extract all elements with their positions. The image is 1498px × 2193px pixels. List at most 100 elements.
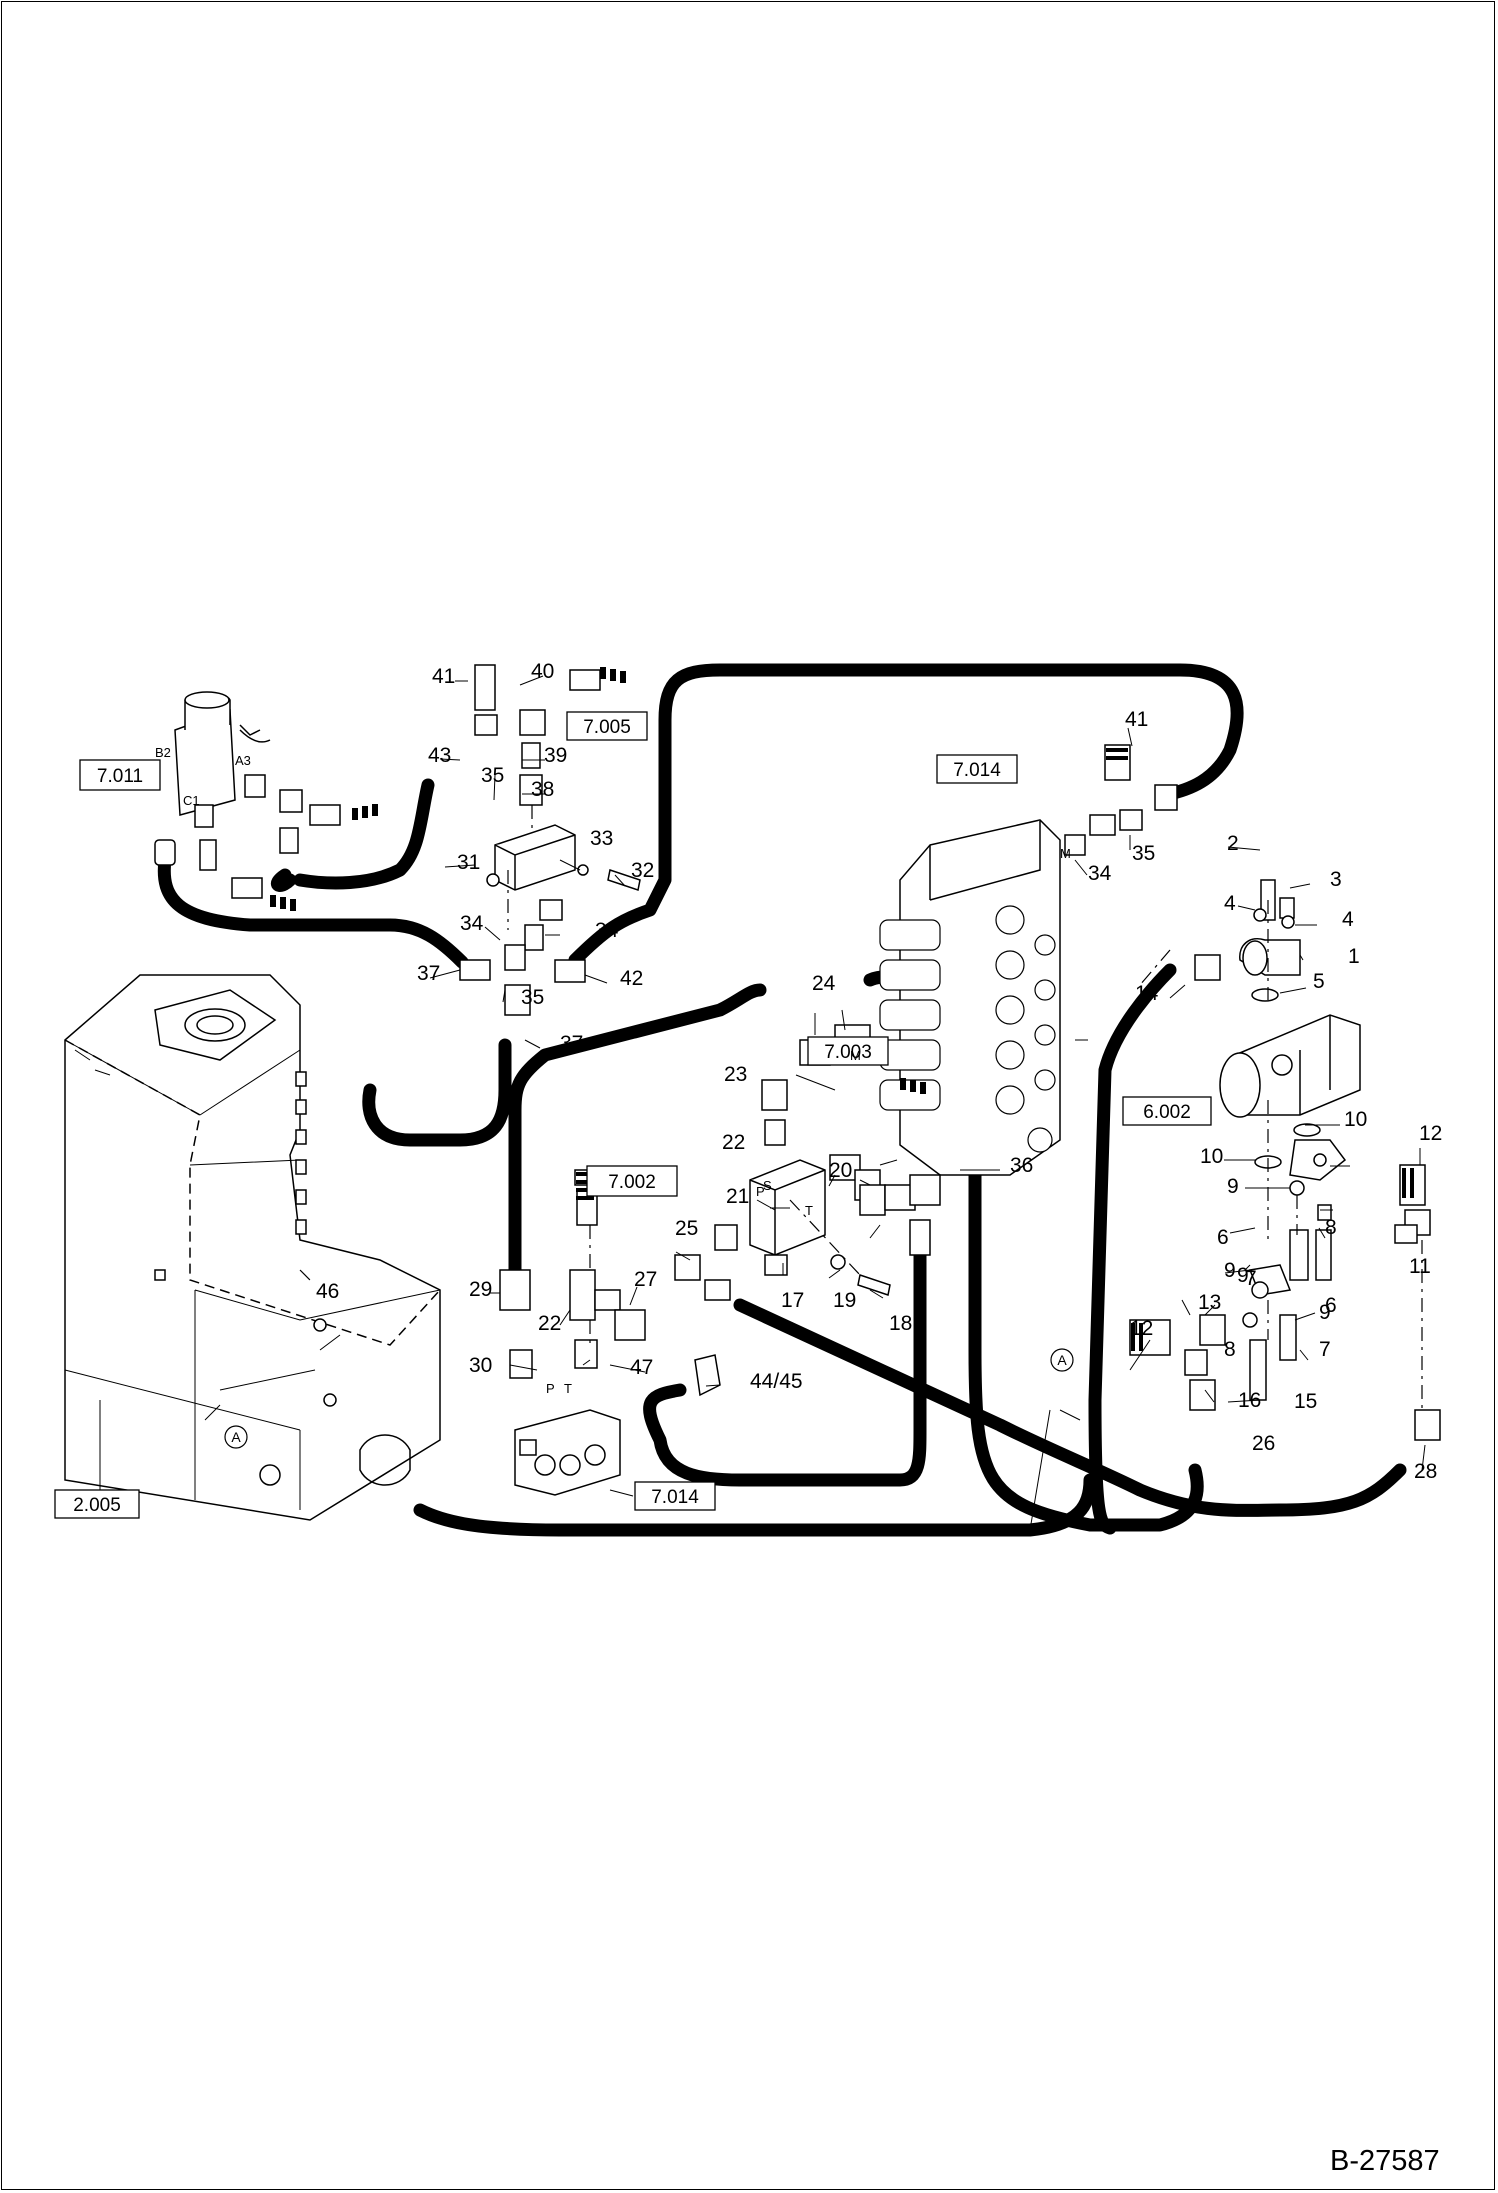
part-number: 30 xyxy=(469,1354,492,1377)
control-valve-block xyxy=(879,819,1061,1176)
part-number: 2 xyxy=(1227,832,1239,855)
part-number: 43 xyxy=(428,744,451,767)
part-number: 35 xyxy=(521,986,544,1009)
part-number: 9 xyxy=(1237,1264,1249,1287)
hose-14 xyxy=(1088,963,1177,1535)
ref-box-label: 7.005 xyxy=(583,717,631,738)
part-number: 5 xyxy=(1313,970,1325,993)
part-number: 4 xyxy=(1342,908,1354,931)
part-number: 34 xyxy=(460,912,484,935)
port-label: S xyxy=(763,1178,772,1193)
valve-31 xyxy=(459,664,641,1016)
part-number: 33 xyxy=(590,827,613,850)
part-number: 10 xyxy=(1344,1108,1367,1131)
drawing-code: B-27587 xyxy=(1330,2145,1440,2177)
port-label: C1 xyxy=(183,793,200,808)
part-number: 34 xyxy=(595,919,619,942)
ref-box-label: 7.003 xyxy=(824,1042,872,1063)
port-label: P xyxy=(546,1381,555,1396)
part-number: 23 xyxy=(724,1063,747,1086)
ref-box: 6.002 xyxy=(1122,1096,1212,1126)
part-number: 36 xyxy=(1010,1154,1033,1177)
part-number: 13 xyxy=(1198,1291,1221,1314)
part-number: 7 xyxy=(1245,1267,1257,1290)
part-number: 11 xyxy=(1409,1255,1431,1278)
part-number: 12 xyxy=(1130,1317,1153,1340)
port-label: M xyxy=(850,1048,861,1063)
ref-box-label: 7.014 xyxy=(651,1487,699,1508)
port-label: T xyxy=(564,1381,572,1396)
part-number: 9 xyxy=(1319,1301,1331,1324)
hose-upper-loop xyxy=(568,663,1244,967)
part-number: 40 xyxy=(531,660,554,683)
part-number: 7 xyxy=(1319,1338,1331,1361)
section-markers xyxy=(224,1348,1074,1449)
ref-box-label: 2.005 xyxy=(73,1495,121,1516)
ref-box-label: 7.014 xyxy=(953,760,1001,781)
part-number: 27 xyxy=(634,1268,657,1291)
valve-7011-hatch xyxy=(270,804,378,911)
part-number: 29 xyxy=(469,1278,492,1301)
part-number: 9 xyxy=(1224,1259,1236,1282)
part-number: 37 xyxy=(417,962,440,985)
ref-box: 7.014 xyxy=(936,754,1018,784)
part-number: 35 xyxy=(1132,842,1155,865)
part-number: 47 xyxy=(630,1356,653,1379)
pump xyxy=(1219,1014,1361,1118)
ref-box: 7.002 xyxy=(586,1165,678,1197)
fitting-hatch xyxy=(600,667,626,683)
part-number: 10 xyxy=(1200,1145,1223,1168)
section-marker-label: A xyxy=(1057,1352,1067,1368)
lower-control-valve xyxy=(514,1409,621,1496)
part-number: 35 xyxy=(481,764,504,787)
part-number: 8 xyxy=(1224,1338,1236,1361)
port-label: A3 xyxy=(235,753,251,768)
section-marker-label: A xyxy=(231,1429,241,1445)
hose-26 xyxy=(508,983,767,1282)
port-label: T xyxy=(805,1203,813,1218)
ref-box: 7.014 xyxy=(634,1481,716,1511)
part-number: 12 xyxy=(1419,1122,1442,1145)
hose-25 xyxy=(733,1298,1407,1517)
part-number: 16 xyxy=(1238,1389,1261,1412)
part-number: 14 xyxy=(1135,982,1159,1005)
lower-fittings xyxy=(499,1169,721,1397)
hose-30 xyxy=(643,1248,927,1487)
part-number: 20 xyxy=(829,1159,852,1182)
right-parts xyxy=(1064,744,1441,1441)
part-number: 22 xyxy=(538,1312,561,1335)
center-lines xyxy=(299,805,1423,1410)
part-number: 1 xyxy=(1348,945,1360,968)
center-hatch xyxy=(900,1078,926,1094)
part-number: 46 xyxy=(316,1280,339,1303)
part-number: 41 xyxy=(1125,708,1148,731)
valve-7011 xyxy=(154,691,341,899)
part-number: 31 xyxy=(457,851,480,874)
part-number: 8 xyxy=(1325,1216,1337,1239)
port-label: B2 xyxy=(155,745,171,760)
part-number: 17 xyxy=(781,1289,804,1312)
ref-box-label: 6.002 xyxy=(1143,1102,1191,1123)
lower-hatch xyxy=(576,1172,594,1200)
part-number: 6 xyxy=(1325,1294,1337,1317)
part-number: 19 xyxy=(833,1289,856,1312)
part-number: 42 xyxy=(620,967,643,990)
right-hatch xyxy=(1106,748,1414,1351)
hose-tank-37 xyxy=(362,1038,512,1147)
part-number: 3 xyxy=(1330,868,1342,891)
ref-box: 7.003 xyxy=(807,1036,889,1066)
part-number: 25 xyxy=(675,1217,698,1240)
hydraulic-hoses xyxy=(157,663,1407,1537)
ref-box-label: 7.011 xyxy=(97,766,143,787)
tank-ports xyxy=(154,1071,327,1332)
part-number: 32 xyxy=(631,859,654,882)
part-number: 24 xyxy=(812,972,836,995)
part-number: 21 xyxy=(726,1185,749,1208)
part-number: 9 xyxy=(1227,1175,1239,1198)
part-number: 41 xyxy=(432,665,455,688)
port-label: P xyxy=(756,1184,765,1199)
part-number: 28 xyxy=(1414,1460,1437,1483)
leader-lines xyxy=(99,675,1426,1531)
